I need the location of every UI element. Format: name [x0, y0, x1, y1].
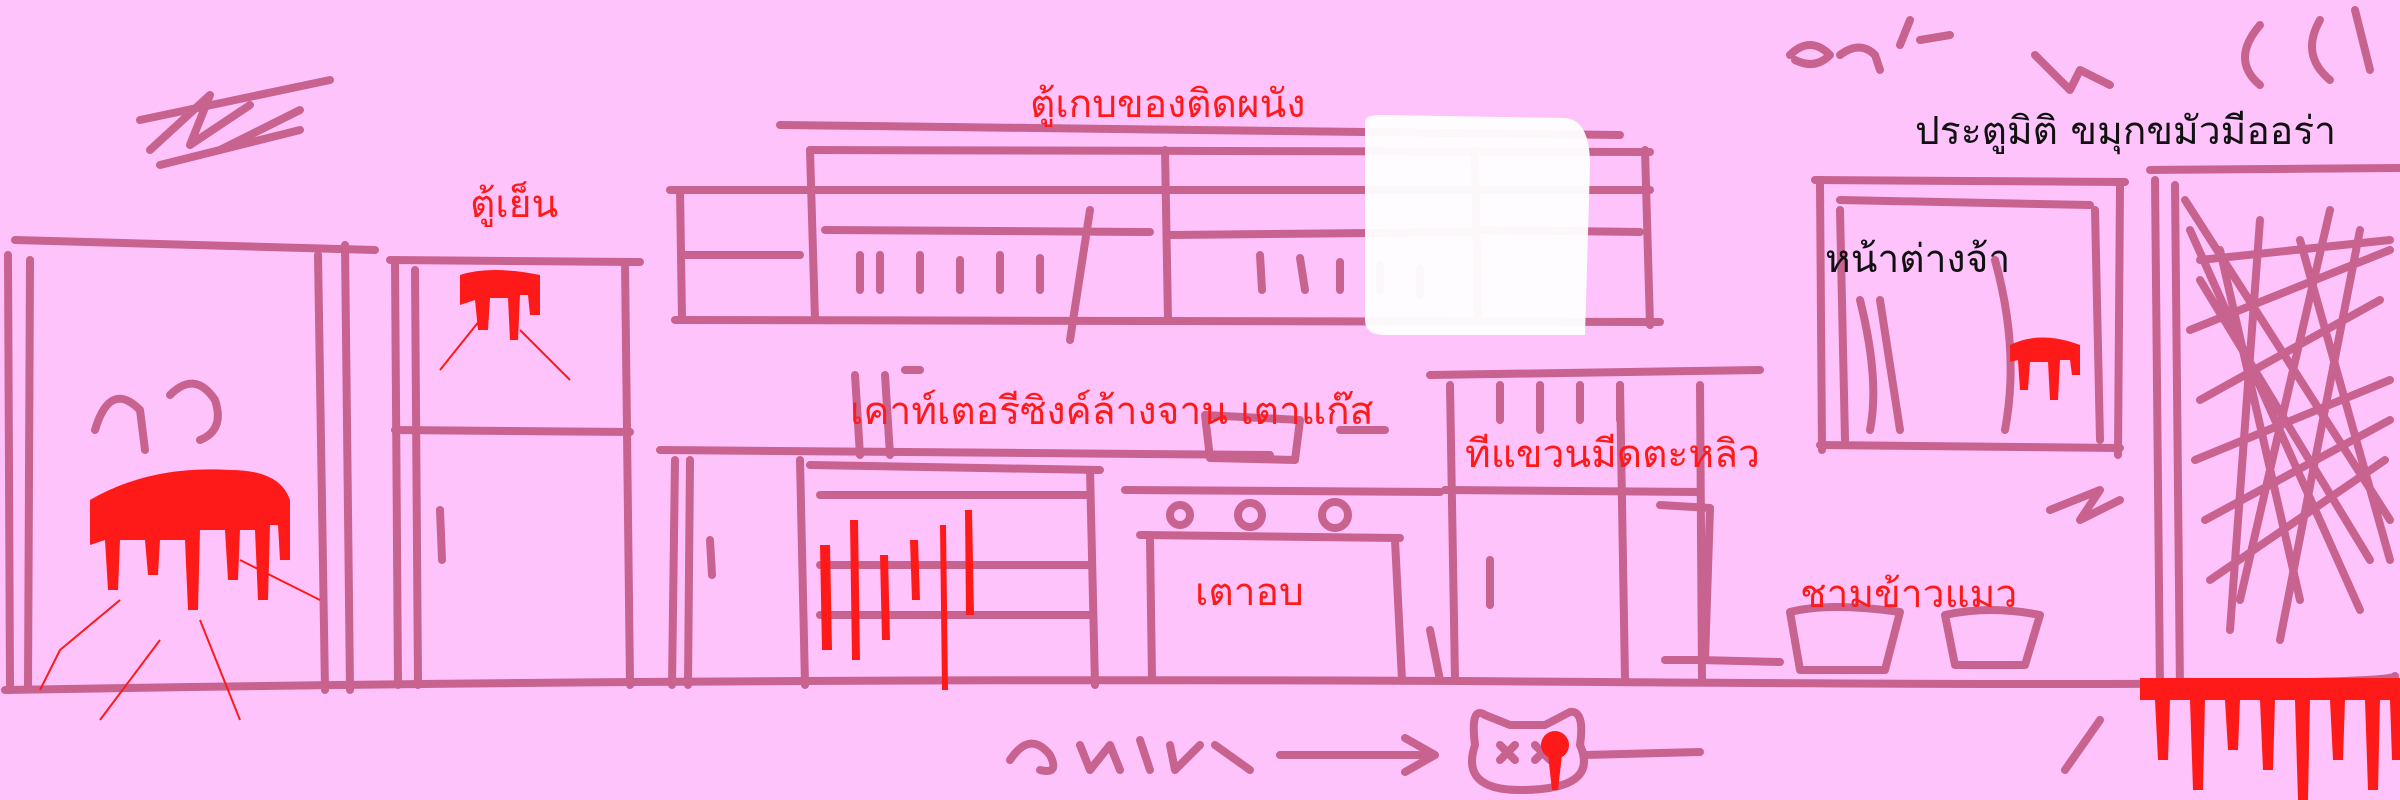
aura-scribble-icon	[1786, 6, 2374, 94]
oven-sketch	[1136, 498, 1406, 684]
blood-splatter-icon	[39, 270, 2400, 800]
label-oven: เตาอบ	[1195, 570, 1304, 615]
label-wall-cabinet: ตู้เกบของติดผนัง	[1030, 82, 1306, 127]
fridge-sketch	[386, 256, 644, 689]
floor-line	[1, 672, 2400, 694]
scribble-top-left-icon	[136, 76, 334, 169]
dead-cat-doodle-icon	[1006, 707, 1704, 794]
pantry	[4, 236, 379, 694]
label-counter: เคาท์เตอรีซิงค์ล้างจาน เตาแก๊ส	[850, 389, 1374, 434]
window-sketch	[1811, 176, 2129, 459]
label-door: ประตูมิติ ขมุกขมัวมีออร่า	[1915, 109, 2337, 154]
label-window: หน้าต่างจ้า	[1825, 237, 2011, 282]
door-sketch	[2046, 164, 2400, 774]
counter-sketch	[656, 366, 1444, 689]
label-cat-bowls: ชามข้าวแมว	[1800, 572, 2018, 617]
right-cabinet-sketch	[1426, 366, 1764, 684]
label-knife-rack: ทีแขวนมีดตะหลิว	[1465, 432, 1760, 477]
cat-bowls-sketch	[1696, 603, 2044, 674]
window-glow	[1365, 115, 1590, 335]
label-fridge: ตู้เย็น	[470, 182, 559, 227]
arrow-right-icon	[1276, 734, 1439, 776]
